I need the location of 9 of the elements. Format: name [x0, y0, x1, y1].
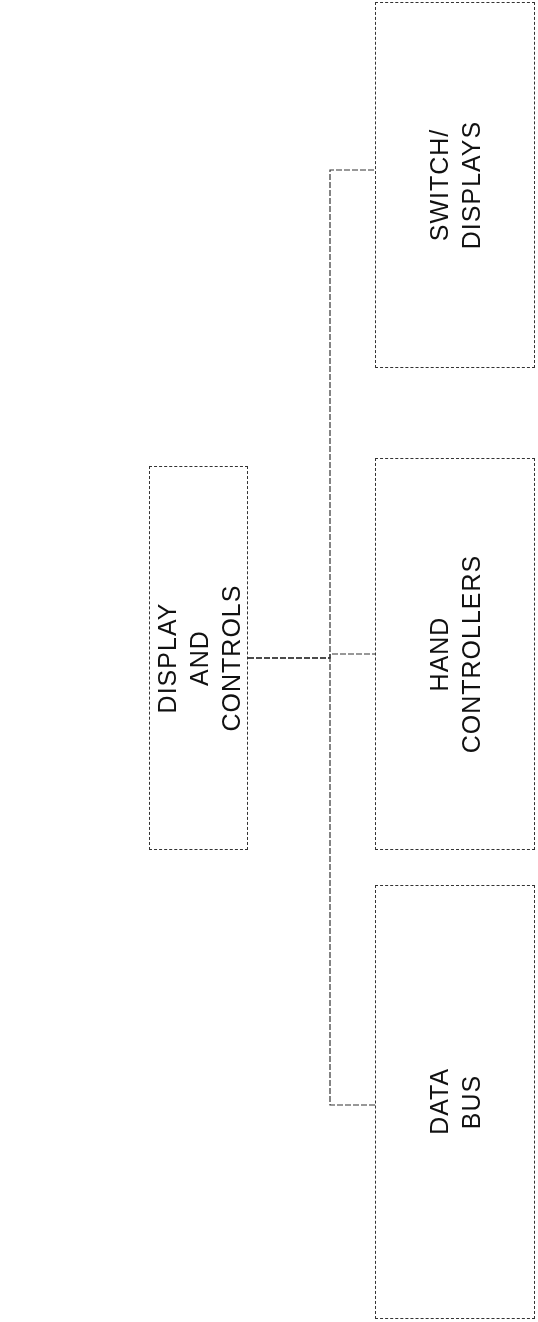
- block-box: [375, 458, 535, 850]
- block-box: [375, 885, 535, 1319]
- block-box: [375, 2, 535, 368]
- block-label: DISPLAY AND CONTROLS: [151, 584, 246, 732]
- block-box: [149, 466, 248, 850]
- block-label: SWITCH/ DISPLAYS: [424, 120, 486, 250]
- block-label: HAND CONTROLLERS: [424, 554, 486, 754]
- block-label: DATA BUS: [424, 1069, 486, 1135]
- connector-line: [247, 169, 376, 659]
